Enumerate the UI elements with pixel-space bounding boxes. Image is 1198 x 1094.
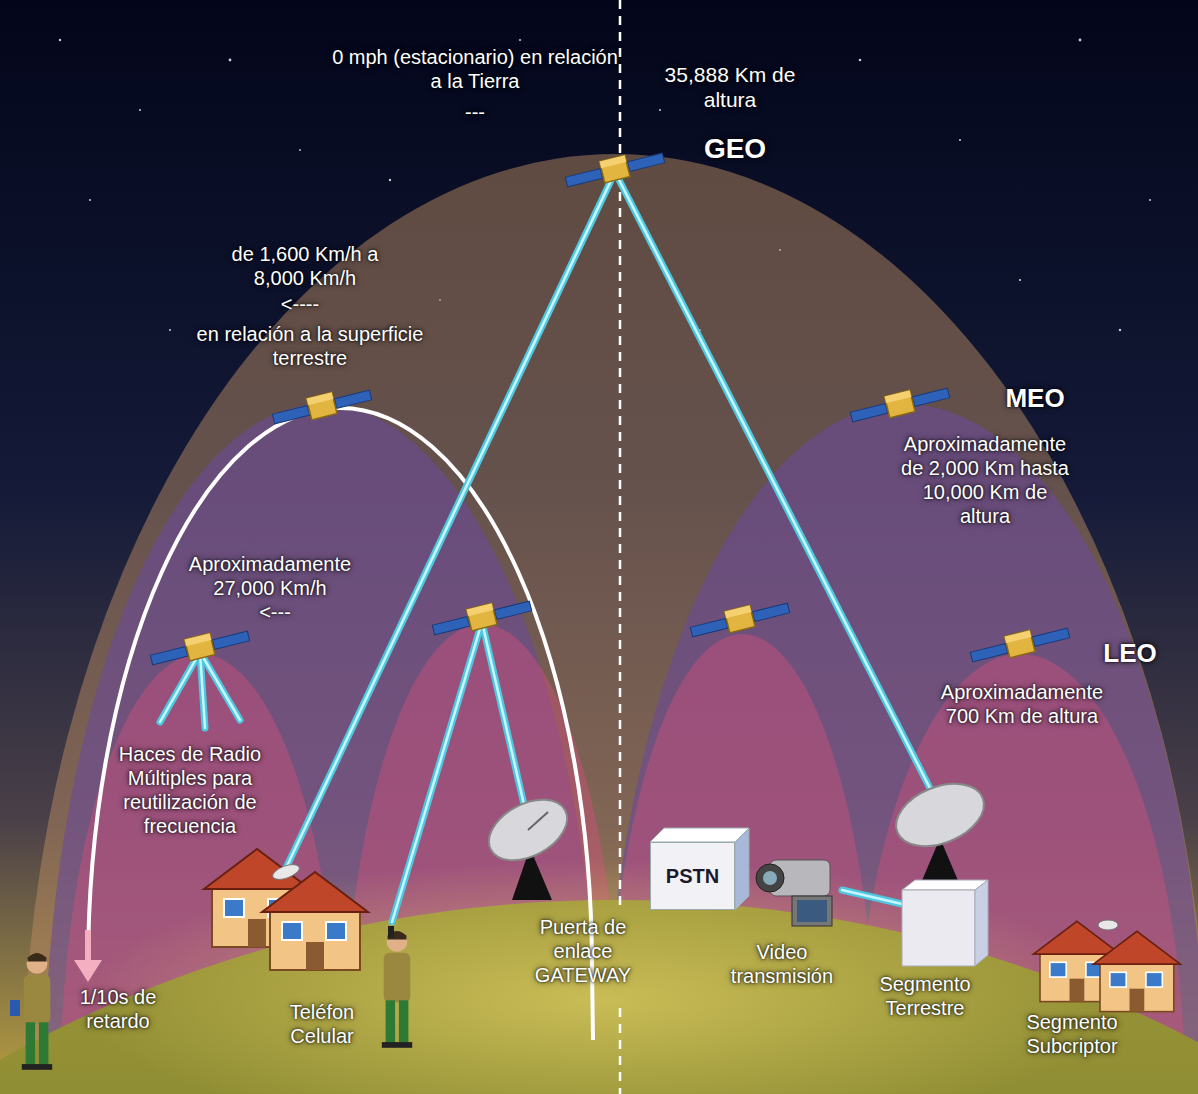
satellites — [149, 146, 1071, 670]
gateway-dish — [479, 787, 578, 900]
pstn-cube-faces — [650, 828, 749, 910]
annotation-label: en relación a la superficie terrestre — [190, 322, 430, 370]
houses — [204, 849, 1180, 1012]
network-box: PSTN — [650, 842, 735, 910]
annotation-label: <--- — [240, 600, 310, 624]
annotation-label: Puerta de enlace GATEWAY — [518, 915, 648, 987]
terrestrial-station — [887, 772, 993, 966]
annotation-label: Aproximadamente de 2,000 Km hasta 10,000… — [898, 432, 1073, 528]
video-camera — [756, 860, 832, 926]
radio-beams — [160, 172, 935, 922]
geo-coverage — [23, 154, 1198, 1094]
annotation-label: 35,888 Km de altura — [643, 62, 818, 112]
annotation-label: LEO — [1090, 638, 1170, 669]
annotation-label: Haces de Radio Múltiples para reutilizac… — [108, 742, 273, 838]
orbit-path — [74, 408, 593, 1040]
annotation-label: 1/10s de retardo — [63, 985, 173, 1033]
annotation-label: Segmento Subcriptor — [1012, 1010, 1132, 1058]
people — [10, 926, 412, 1070]
annotation-label: Video transmisión — [717, 940, 847, 988]
annotation-label: Teléfon Celular — [272, 1000, 372, 1048]
annotation-label: MEO — [985, 383, 1085, 414]
annotation-label: --- — [445, 100, 505, 124]
annotation-label: Aproximadamente 700 Km de altura — [935, 680, 1110, 728]
annotation-label: <---- — [265, 292, 335, 316]
annotation-label: GEO — [690, 132, 780, 166]
annotation-label: Aproximadamente 27,000 Km/h — [170, 552, 370, 600]
annotation-label: de 1,600 Km/h a 8,000 Km/h — [215, 242, 395, 290]
node-label: PSTN — [666, 865, 719, 888]
annotation-label: Segmento Terrestre — [860, 972, 990, 1020]
annotation-label: 0 mph (estacionario) en relación a la Ti… — [330, 45, 620, 93]
